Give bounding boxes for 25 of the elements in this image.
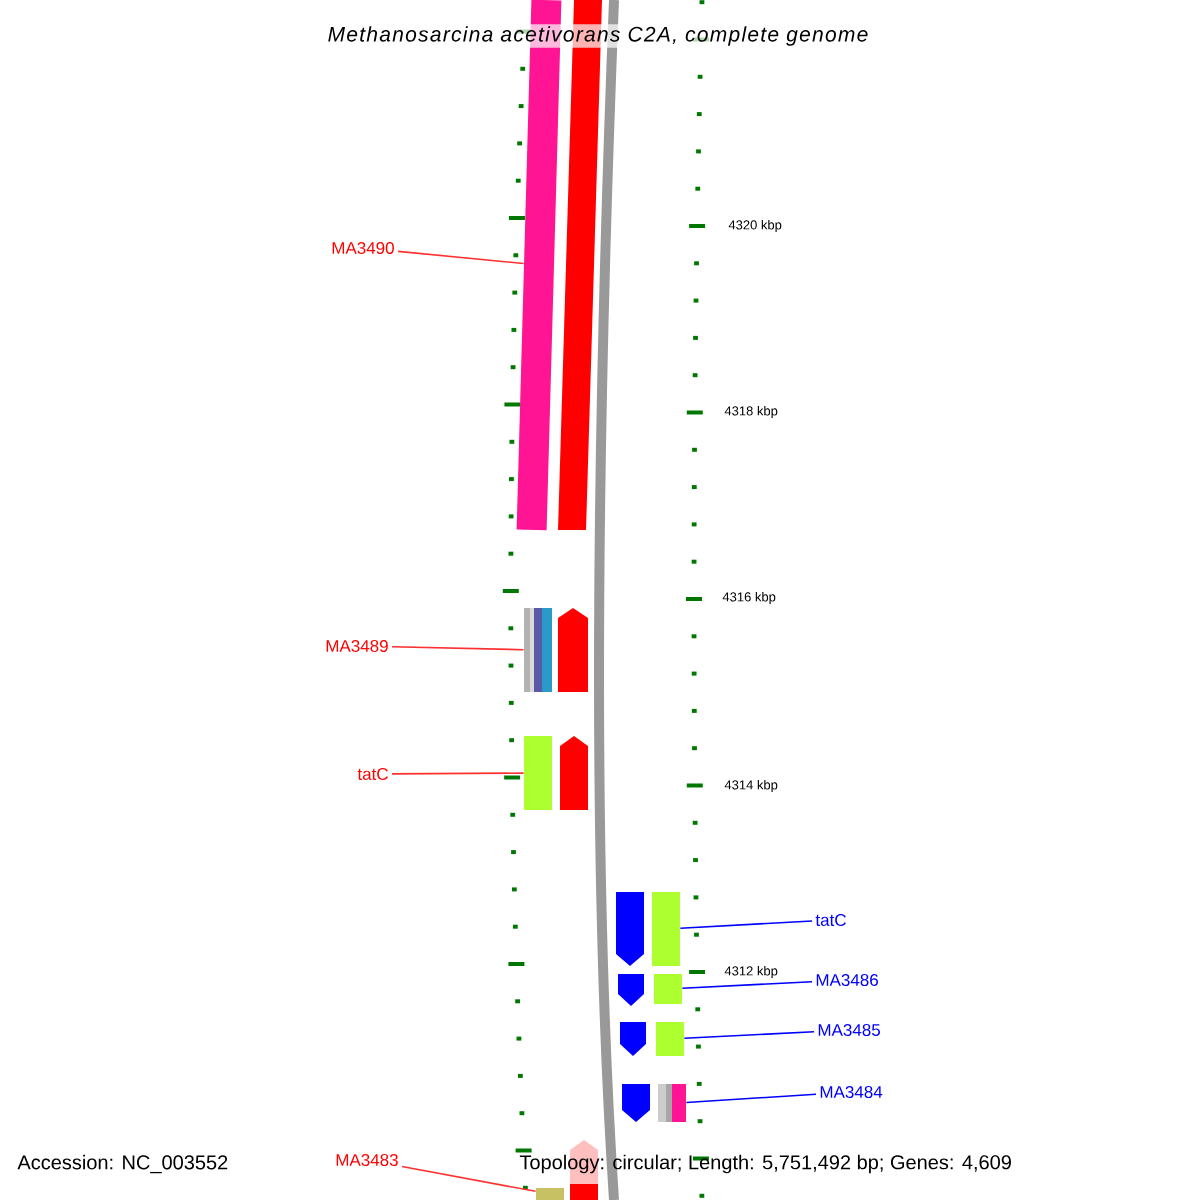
gene-label: MA3486: [816, 974, 878, 986]
leader-line: [683, 1030, 815, 1040]
gene-drawing: [618, 974, 682, 1006]
gene-label: MA3490: [332, 242, 394, 254]
gene-label: tatC: [815, 914, 846, 926]
footer-text: Accession: NC_003552: [17, 1154, 228, 1174]
gene-label: MA3483: [336, 1154, 398, 1166]
leader-line: [679, 920, 813, 929]
gene-drawing: [622, 1084, 686, 1122]
gene-drawing: [616, 892, 680, 966]
gene-label: tatC: [357, 768, 388, 780]
leader-line: [685, 1093, 817, 1104]
leader-line: [391, 772, 525, 775]
footer-text: Topology: circular; Length: 5,751,492 bp; Genes: 4,609: [519, 1154, 1011, 1174]
gene-drawing: [524, 608, 588, 692]
gene-drawing: [620, 1022, 684, 1056]
gene-drawing: [524, 736, 588, 810]
gene-label: MA3485: [818, 1024, 880, 1036]
leader-line: [391, 645, 525, 651]
leader-line: [681, 980, 813, 990]
gene-label: MA3484: [820, 1086, 883, 1098]
title: Methanosarcina acetivorans C2A, complete genome: [325, 24, 871, 48]
leader-line: [401, 1165, 537, 1193]
gene-label: MA3489: [326, 640, 388, 652]
leader-line: [397, 250, 525, 265]
